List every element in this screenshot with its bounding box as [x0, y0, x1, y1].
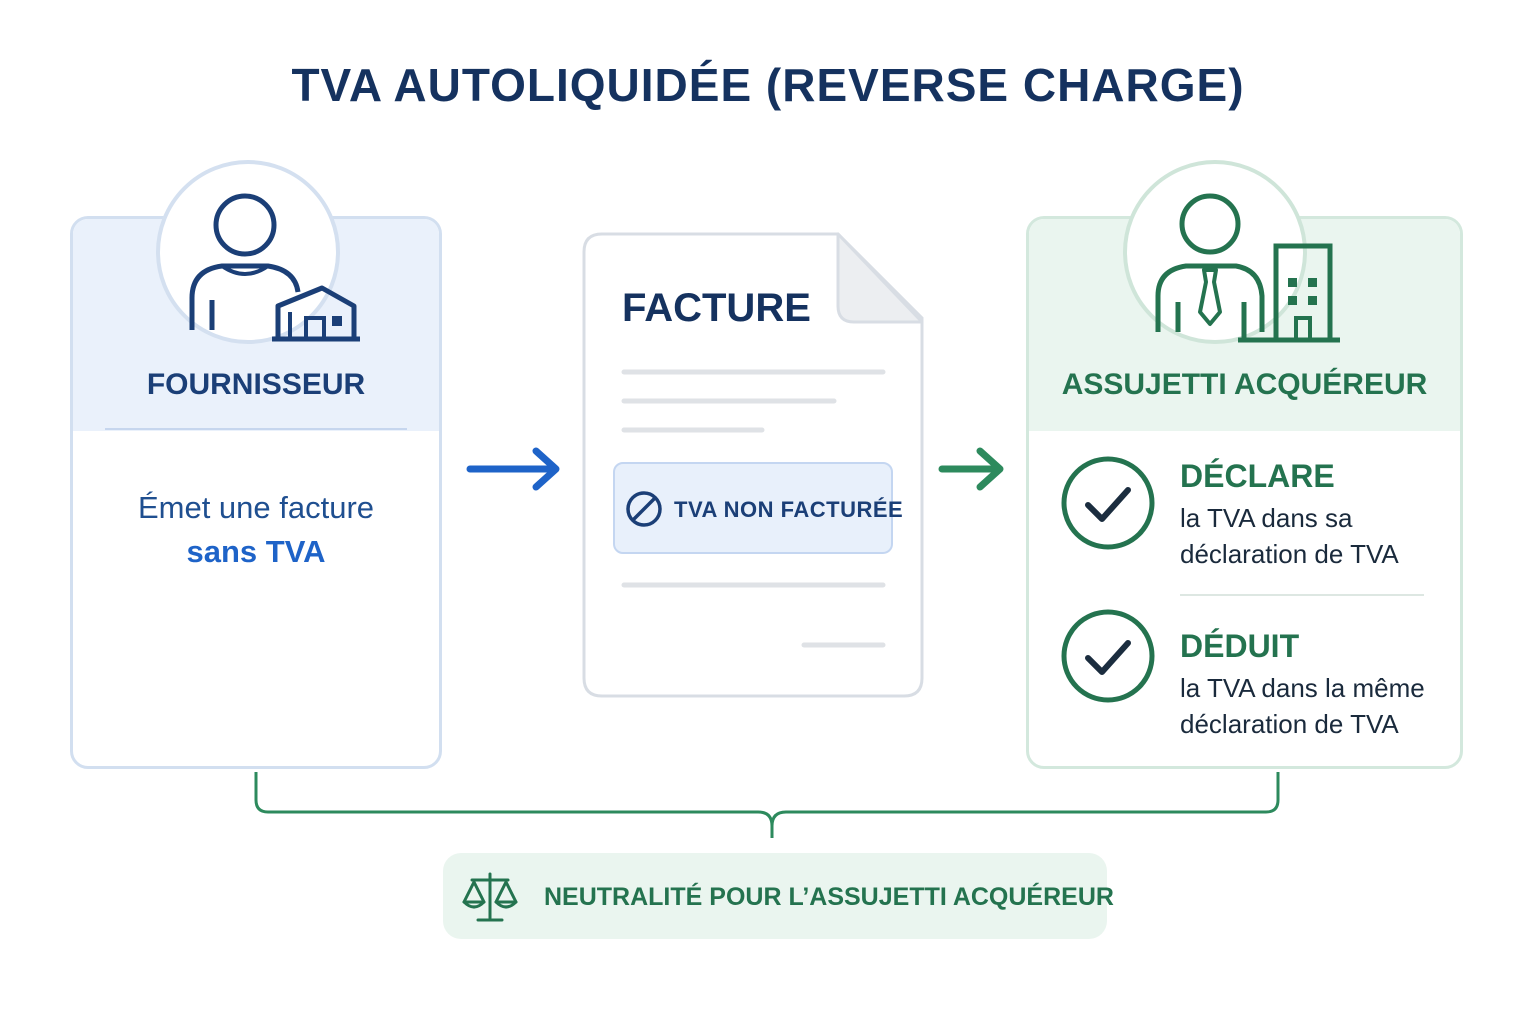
businessman-icon	[1123, 160, 1307, 344]
deduct-text-line2: déclaration de TVA	[1180, 709, 1399, 739]
supplier-description: Émet une facture sans TVA	[70, 486, 442, 574]
building-icon	[1238, 243, 1340, 343]
declare-text-line1: la TVA dans sa	[1180, 503, 1353, 533]
vat-not-invoiced-text: TVA NON FACTURÉE	[674, 497, 904, 522]
deduct-text-line1: la TVA dans la même	[1180, 673, 1425, 703]
invoice-title: FACTURE	[622, 286, 811, 330]
supplier-description-emphasis: sans TVA	[186, 534, 326, 569]
bracket-connector	[254, 772, 1280, 838]
supplier-label: FOURNISSEUR	[146, 368, 366, 401]
check-icon	[1061, 456, 1155, 550]
supplier-description-line1: Émet une facture	[137, 490, 375, 525]
deduct-text: la TVA dans la même déclaration de TVA	[1180, 670, 1460, 742]
declare-title: DÉCLARE	[1180, 458, 1335, 494]
deduct-title: DÉDUIT	[1180, 628, 1300, 664]
person-icon	[156, 160, 340, 344]
neutrality-banner	[443, 853, 1107, 939]
supplier-card-divider	[105, 428, 407, 430]
check-icon	[1061, 609, 1155, 703]
buyer-label: ASSUJETTI ACQUÉREUR	[1061, 368, 1428, 401]
declare-text-line2: déclaration de TVA	[1180, 539, 1399, 569]
house-icon	[272, 285, 360, 342]
neutrality-text: NEUTRALITÉ POUR L’ASSUJETTI ACQUÉREUR	[544, 883, 1114, 911]
arrow-right-icon	[938, 447, 1004, 491]
declare-text: la TVA dans sa déclaration de TVA	[1180, 500, 1460, 572]
arrow-right-icon	[466, 447, 560, 491]
page-title: TVA AUTOLIQUIDÉE (REVERSE CHARGE)	[291, 59, 1245, 111]
buyer-items-divider	[1180, 594, 1424, 596]
